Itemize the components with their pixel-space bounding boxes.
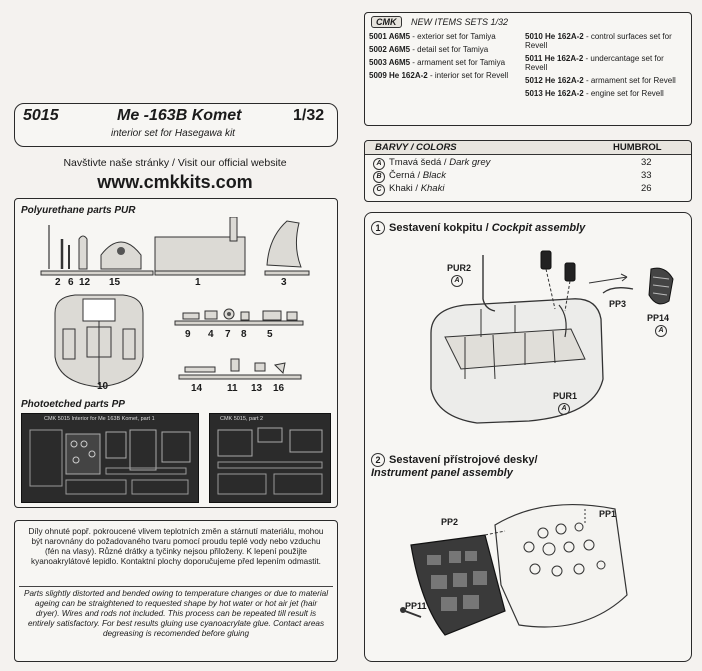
notes-cz: Díly ohnuté popř. pokroucené vlivem tepl… xyxy=(28,527,324,566)
pur2-color-mark: A xyxy=(451,275,463,287)
website-url[interactable]: www.cmkkits.com xyxy=(97,172,253,192)
color-mark-a: A xyxy=(373,158,385,170)
pur-label: 16 xyxy=(273,383,285,394)
color-mark-c: C xyxy=(373,184,385,196)
notes-en: Parts slightly distorted and bended owin… xyxy=(23,589,329,638)
kit-subtitle: interior set for Hasegawa kit xyxy=(111,128,235,139)
pp14-color-mark: A xyxy=(655,325,667,337)
pe-sheet-1-text: CMK 5015 Interior for Me 163B Komet, par… xyxy=(44,416,155,422)
cmk-logo: CMK xyxy=(371,16,402,28)
colors-header-bar xyxy=(365,141,691,155)
pur-label: 2 xyxy=(55,277,61,288)
kit-scale: 1/32 xyxy=(293,107,325,124)
kit-header-box: 5015 Me -163B Komet 1/32 interior set fo… xyxy=(14,103,338,147)
list-item: 5002 A6M5 - detail set for Tamiya xyxy=(369,45,489,54)
pur-label: 4 xyxy=(208,329,214,340)
pe-sheet-1: CMK 5015 Interior for Me 163B Komet, par… xyxy=(21,413,199,503)
pp11-label: PP11 xyxy=(405,601,427,611)
list-item: 5012 He 162A-2 - armament set for Revell xyxy=(525,76,676,85)
new-items-title: NEW ITEMS SETS 1/32 xyxy=(411,17,509,27)
new-items-box: CMK NEW ITEMS SETS 1/32 5001 A6M5 - exte… xyxy=(364,12,692,126)
pp2-label: PP2 xyxy=(441,517,459,527)
list-item: 5001 A6M5 - exterior set for Tamiya xyxy=(369,32,496,41)
pur-label: 12 xyxy=(79,277,91,288)
list-item: 5011 He 162A-2 - undercantage set for Re… xyxy=(525,54,664,72)
pe-sheet-1-parts xyxy=(29,429,191,495)
notes-divider xyxy=(19,586,333,587)
cockpit-drawing xyxy=(430,250,674,424)
list-item: 5003 A6M5 - armament set for Tamiya xyxy=(369,58,506,67)
pe-sheet-2-parts xyxy=(217,427,323,495)
notes-box: Díly ohnuté popř. pokroucené vlivem tepl… xyxy=(14,520,338,662)
pe-sheet-2: CMK 5015, part 2 xyxy=(209,413,331,503)
new-items-left: 5001 A6M5 - exterior set for Tamiya 5002… xyxy=(369,32,519,80)
pur-label: 8 xyxy=(241,329,247,340)
pur-label: 1 xyxy=(195,277,201,288)
kit-title: Me -163B Komet xyxy=(117,107,242,124)
pur-label: 14 xyxy=(191,383,203,394)
pur-label: 10 xyxy=(97,381,109,392)
pp14-label: PP14 xyxy=(647,313,670,323)
colors-heading: BARVY / COLORS xyxy=(375,142,457,153)
pur-label: 13 xyxy=(251,383,263,394)
pur1-color-mark: A xyxy=(558,403,570,415)
color-mark-b: B xyxy=(373,171,385,183)
pp1-label: PP1 xyxy=(599,509,617,519)
pur-heading: Polyurethane parts PUR xyxy=(21,205,136,216)
new-items-right: 5010 He 162A-2 - control surfaces set fo… xyxy=(525,32,687,98)
kit-number: 5015 xyxy=(23,107,59,124)
humbrol-heading: HUMBROL xyxy=(613,142,662,153)
list-item: 5013 He 162A-2 - engine set for Revell xyxy=(525,89,664,98)
pur-label: 7 xyxy=(225,329,231,340)
list-item: 5010 He 162A-2 - control surfaces set fo… xyxy=(525,32,672,50)
pur1-label: PUR1 xyxy=(553,391,578,401)
pur-label: 5 xyxy=(267,329,273,340)
pur-label: 3 xyxy=(281,277,287,288)
pur-parts-drawing xyxy=(40,217,310,388)
pp3-label: PP3 xyxy=(609,299,627,309)
pur-label: 11 xyxy=(227,383,238,394)
step-2-number: 2 xyxy=(371,453,385,467)
step-1-number: 1 xyxy=(371,221,385,235)
pe-sheet-2-text: CMK 5015, part 2 xyxy=(220,416,264,422)
pur-label: 6 xyxy=(68,277,74,288)
instrument-panel-drawing xyxy=(400,503,628,636)
pur-label: 15 xyxy=(109,277,121,288)
parts-box: Polyurethane parts PUR xyxy=(14,198,338,508)
website-visit-text: Navštivte naše stránky / Visit our offic… xyxy=(63,157,287,169)
pp-heading: Photoetched parts PP xyxy=(21,399,125,410)
list-item: 5009 He 162A-2 - interior set for Revell xyxy=(369,71,509,80)
pur2-label: PUR2 xyxy=(447,263,472,273)
pur-label: 9 xyxy=(185,329,191,340)
